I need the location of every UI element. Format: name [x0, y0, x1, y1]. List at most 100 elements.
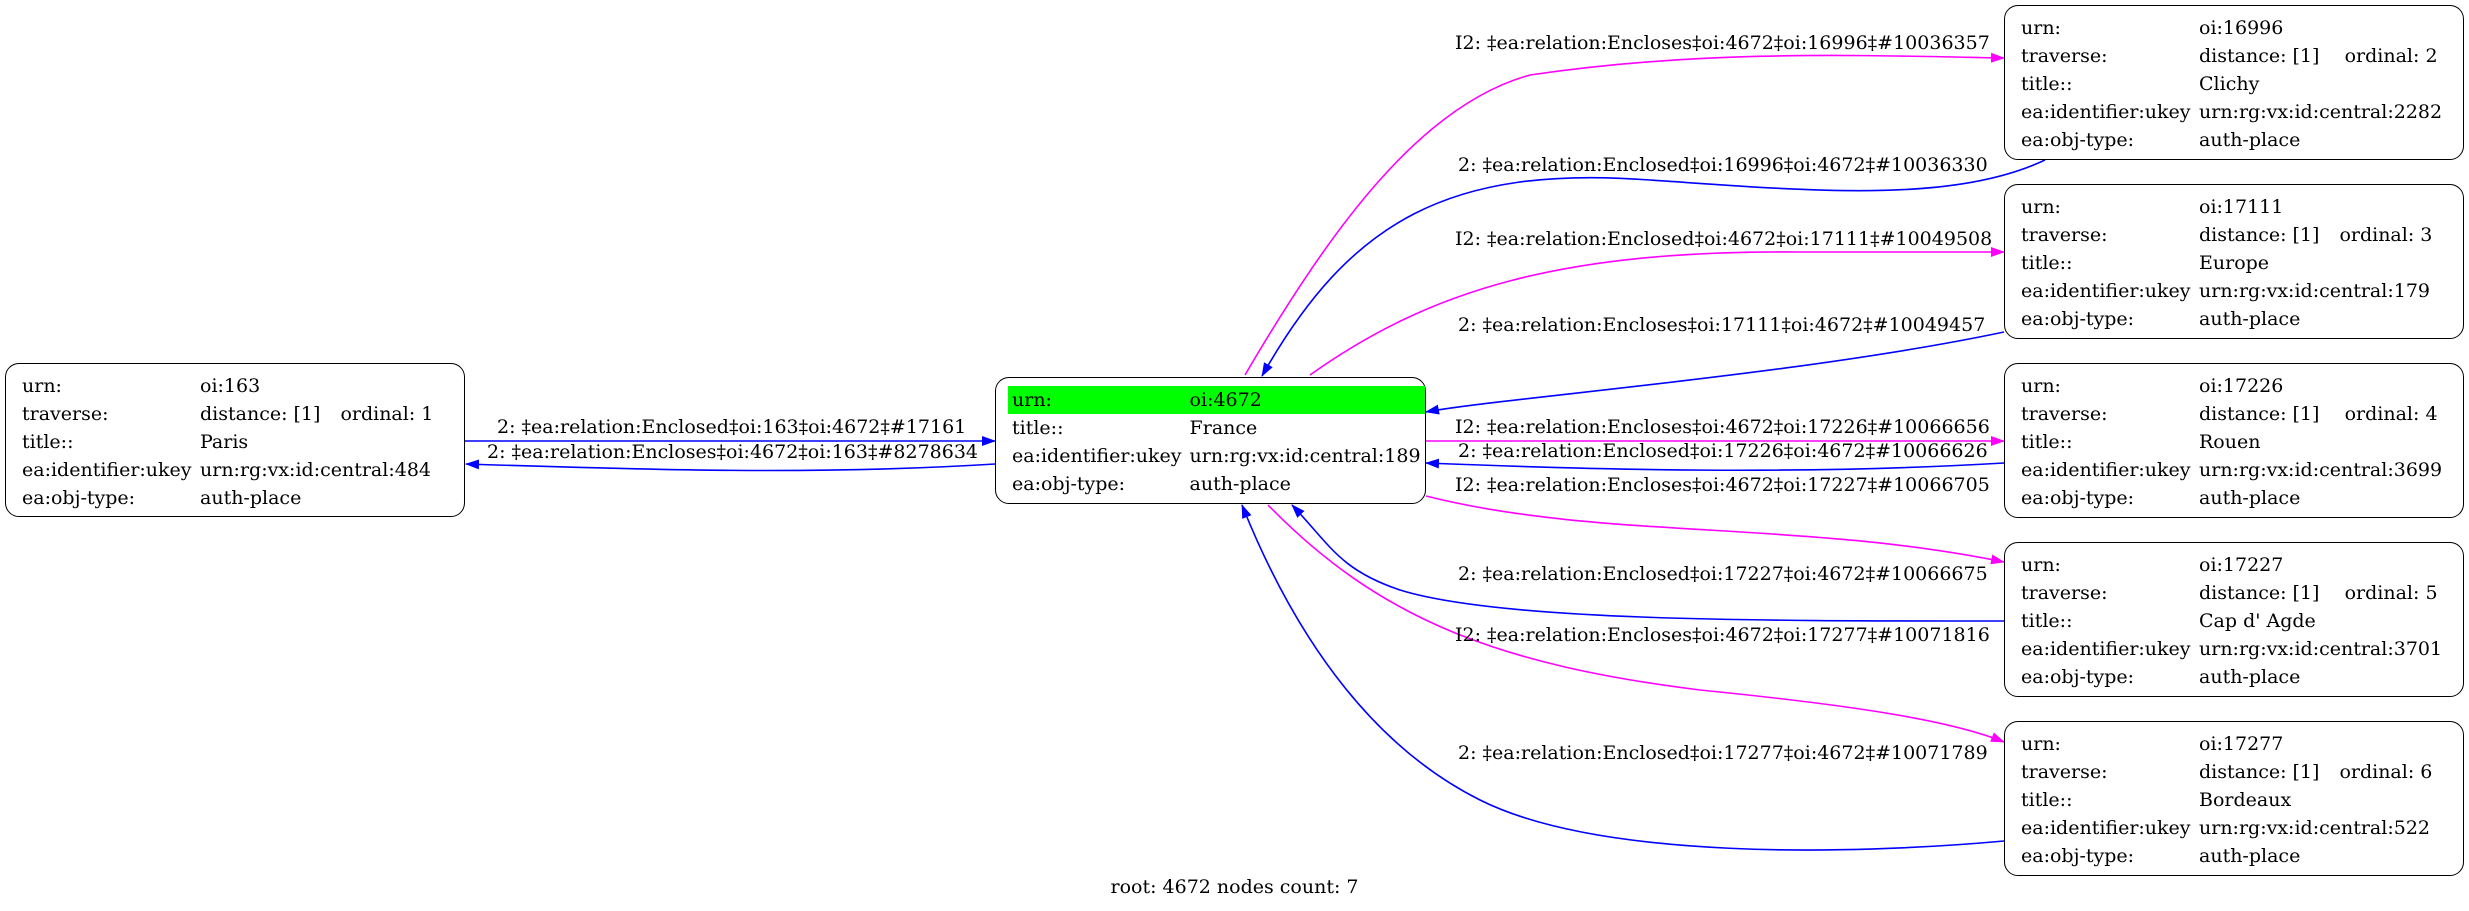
- field-value: urn:rg:vx:id:central:3701: [2199, 638, 2443, 660]
- node-table: urn:oi:17277 traverse:distance: [1]ordin…: [2017, 730, 2436, 870]
- field-key: title::: [2021, 610, 2073, 632]
- edge-root-to-cap: [1425, 495, 2005, 565]
- field-value: Bordeaux: [2199, 789, 2292, 811]
- field-key: ea:identifier:ukey: [2021, 101, 2191, 123]
- graph-footer: root: 4672 nodes count: 7: [1110, 876, 1359, 898]
- edge-label-clichy-in: 2: ‡ea:relation:Enclosed‡oi:16996‡oi:467…: [1458, 154, 1988, 176]
- field-value: distance: [1]: [200, 403, 321, 425]
- field-key: ea:identifier:ukey: [1012, 445, 1182, 467]
- field-value: Cap d' Agde: [2199, 610, 2316, 632]
- field-key: ea:obj-type:: [2021, 666, 2135, 688]
- field-key: urn:: [2021, 375, 2061, 397]
- field-key: urn:: [22, 375, 62, 397]
- node-cap-d-agde[interactable]: urn:oi:17227 traverse:distance: [1]ordin…: [2004, 542, 2464, 697]
- edge-label-rouen-out: I2: ‡ea:relation:Encloses‡oi:4672‡oi:172…: [1455, 416, 1990, 438]
- node-table: urn:oi:17227 traverse:distance: [1]ordin…: [2017, 551, 2446, 691]
- field-value: France: [1189, 417, 1258, 439]
- node-table: urn:oi:163 traverse:distance: [1]ordinal…: [18, 372, 437, 512]
- field-value: Paris: [200, 431, 249, 453]
- node-table: urn: oi:16996 traverse: distance: [1] ordin…: [2017, 14, 2446, 154]
- edge-label-rouen-in: 2: ‡ea:relation:Enclosed‡oi:17226‡oi:467…: [1458, 440, 1988, 462]
- field-key: ea:obj-type:: [2021, 487, 2135, 509]
- edge-root-to-europe: [1309, 247, 2005, 376]
- edge-label-europe-out: I2: ‡ea:relation:Enclosed‡oi:4672‡oi:171…: [1455, 228, 1993, 250]
- field-value: urn:rg:vx:id:central:522: [2199, 817, 2431, 839]
- field-value: auth-place: [2199, 845, 2301, 867]
- field-value: Europe: [2199, 252, 2270, 274]
- field-key: ea:identifier:ukey: [2021, 817, 2191, 839]
- edge-europe-to-root: [1425, 331, 2005, 415]
- field-value: auth-place: [200, 487, 302, 509]
- field-key: urn:: [2021, 554, 2061, 576]
- field-value: auth-place: [1189, 473, 1291, 495]
- ordinal-value: ordinal: 3: [2339, 224, 2433, 246]
- field-key: ea:obj-type:: [22, 487, 136, 509]
- field-value: auth-place: [2199, 129, 2301, 151]
- edge-label-cap-out: I2: ‡ea:relation:Encloses‡oi:4672‡oi:172…: [1455, 474, 1990, 496]
- node-bordeaux[interactable]: urn:oi:17277 traverse:distance: [1]ordin…: [2004, 721, 2464, 876]
- edge-root-to-clichy: [1244, 52, 2005, 376]
- field-key: title::: [2021, 73, 2073, 95]
- field-value: oi:17227: [2199, 554, 2284, 576]
- node-root-france[interactable]: urn:oi:4672 title::France ea:identifier:…: [995, 377, 1426, 504]
- edge-rouen-to-root: [1425, 458, 2005, 472]
- field-value: urn:rg:vx:id:central:2282: [2199, 101, 2443, 123]
- node-clichy[interactable]: urn: oi:16996 traverse: distance: [1] ordin…: [2004, 5, 2464, 160]
- edge-label-europe-in: 2: ‡ea:relation:Encloses‡oi:17111‡oi:467…: [1458, 314, 1986, 336]
- edge-label-bordeaux-out: I2: ‡ea:relation:Encloses‡oi:4672‡oi:172…: [1455, 624, 1990, 646]
- edge-clichy-to-root: [1261, 159, 2046, 377]
- field-key: title::: [1012, 417, 1064, 439]
- edge-cap-to-root: [1291, 504, 2005, 622]
- ordinal-value: ordinal: 5: [2344, 582, 2438, 604]
- field-key: ea:identifier:ukey: [2021, 280, 2191, 302]
- field-value: distance: [1]: [2199, 761, 2320, 783]
- field-value: auth-place: [2199, 666, 2301, 688]
- field-value: urn:rg:vx:id:central:484: [200, 459, 432, 481]
- ordinal-value: ordinal: 6: [2339, 761, 2433, 783]
- field-value: oi:16996: [2199, 17, 2284, 39]
- field-key: ea:obj-type:: [2021, 845, 2135, 867]
- ordinal-value: ordinal: 4: [2344, 403, 2438, 425]
- edge-label-cap-in: 2: ‡ea:relation:Enclosed‡oi:17227‡oi:467…: [1458, 563, 1988, 585]
- field-value: distance: [1]: [2199, 403, 2320, 425]
- field-value: auth-place: [2199, 308, 2301, 330]
- edge-label-paris-in: 2: ‡ea:relation:Enclosed‡oi:163‡oi:4672‡…: [497, 416, 967, 438]
- field-value: oi:17111: [2199, 196, 2284, 218]
- edge-label-clichy-out: I2: ‡ea:relation:Encloses‡oi:4672‡oi:169…: [1455, 32, 1990, 54]
- ordinal-value: ordinal: 2: [2344, 45, 2438, 67]
- field-key: traverse:: [2021, 761, 2108, 783]
- field-key: urn:: [2021, 17, 2061, 39]
- field-key: title::: [2021, 789, 2073, 811]
- node-table: urn:oi:17226 traverse:distance: [1]ordin…: [2017, 372, 2446, 512]
- node-paris[interactable]: urn:oi:163 traverse:distance: [1]ordinal…: [5, 363, 465, 517]
- field-key: urn:: [2021, 196, 2061, 218]
- field-key: urn:: [1008, 386, 1186, 414]
- field-key: traverse:: [2021, 582, 2108, 604]
- node-europe[interactable]: urn:oi:17111 traverse:distance: [1]ordin…: [2004, 184, 2464, 339]
- field-key: ea:obj-type:: [2021, 129, 2135, 151]
- field-key: ea:obj-type:: [1012, 473, 1126, 495]
- field-value: oi:4672: [1185, 386, 1425, 414]
- field-key: title::: [2021, 431, 2073, 453]
- field-key: ea:identifier:ukey: [2021, 459, 2191, 481]
- field-value: distance: [1]: [2199, 45, 2320, 67]
- field-value: urn:rg:vx:id:central:3699: [2199, 459, 2443, 481]
- edge-bordeaux-to-root: [1241, 504, 2005, 851]
- field-key: ea:identifier:ukey: [2021, 638, 2191, 660]
- field-value: oi:17226: [2199, 375, 2284, 397]
- field-value: urn:rg:vx:id:central:179: [2199, 280, 2431, 302]
- node-table: urn:oi:4672 title::France ea:identifier:…: [1008, 386, 1425, 498]
- field-key: title::: [2021, 252, 2073, 274]
- field-value: Clichy: [2199, 73, 2260, 95]
- ordinal-value: ordinal: 1: [340, 403, 434, 425]
- node-rouen[interactable]: urn:oi:17226 traverse:distance: [1]ordin…: [2004, 363, 2464, 518]
- field-key: urn:: [2021, 733, 2061, 755]
- field-value: Rouen: [2199, 431, 2261, 453]
- field-value: oi:163: [200, 375, 261, 397]
- field-value: distance: [1]: [2199, 224, 2320, 246]
- field-key: traverse:: [2021, 45, 2108, 67]
- field-value: auth-place: [2199, 487, 2301, 509]
- field-value: urn:rg:vx:id:central:189: [1189, 445, 1421, 467]
- field-key: ea:identifier:ukey: [22, 459, 192, 481]
